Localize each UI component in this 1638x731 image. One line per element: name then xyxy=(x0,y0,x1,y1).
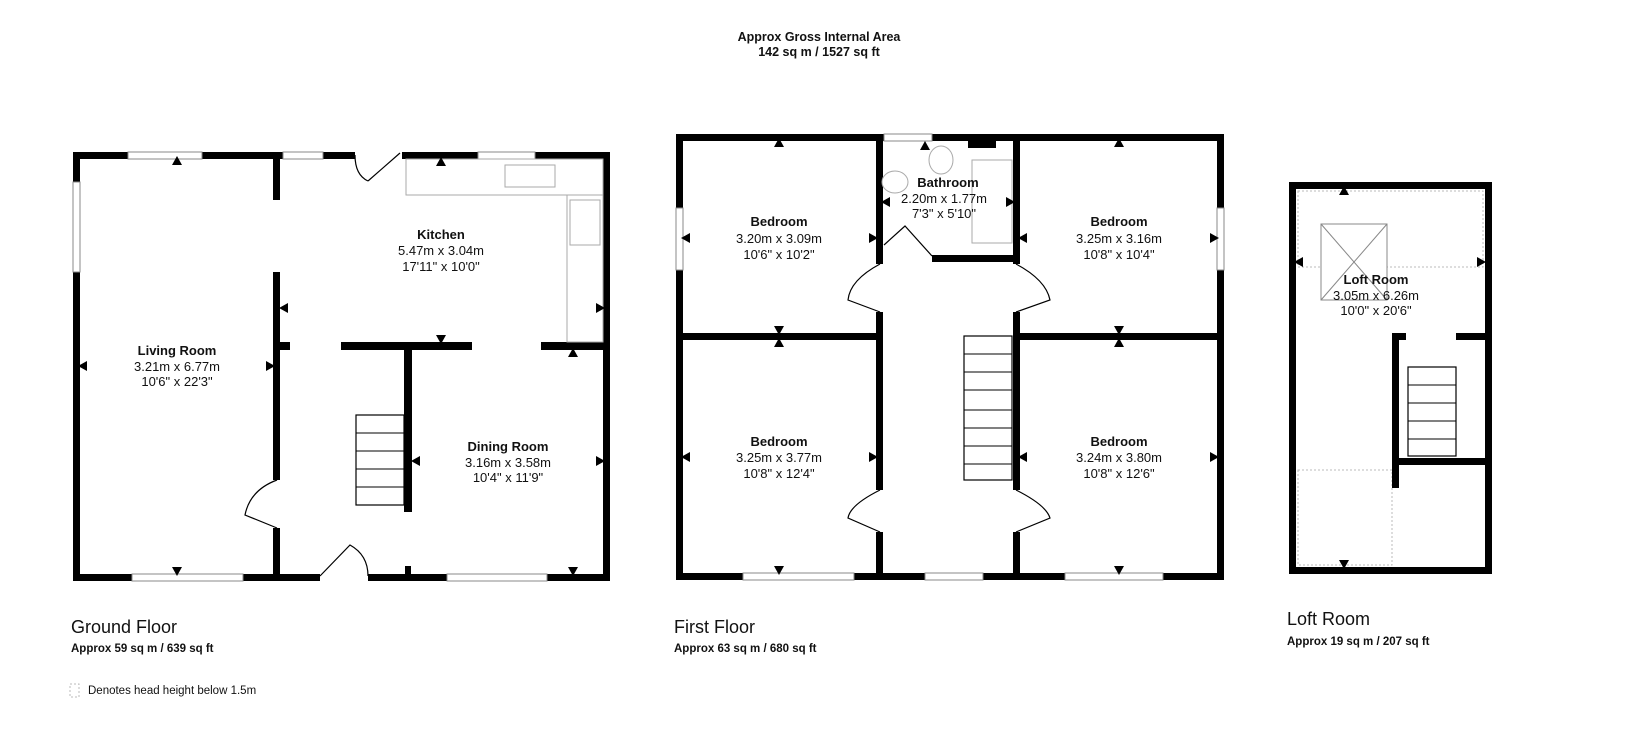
dimension-arrow-icon xyxy=(568,348,578,357)
room-name: Bedroom xyxy=(1090,214,1147,229)
dimension-arrow-icon xyxy=(774,566,784,575)
room-size-imperial: 10'8" x 10'4" xyxy=(1083,247,1155,262)
dimension-arrow-icon xyxy=(869,233,878,243)
dimension-arrow-icon xyxy=(1018,452,1027,462)
room-size-imperial: 10'8" x 12'4" xyxy=(743,466,815,481)
room-size-metric: 3.20m x 3.09m xyxy=(736,231,822,246)
dimension-arrow-icon xyxy=(920,141,930,150)
dimension-arrow-icon xyxy=(1294,257,1303,267)
room-size-metric: 3.16m x 3.58m xyxy=(465,455,551,470)
loft-plan: Loft Room 3.05m x 6.26m 10'0" x 20'6" xyxy=(1289,182,1492,574)
room-size-metric: 3.24m x 3.80m xyxy=(1076,450,1162,465)
dimension-arrow-icon xyxy=(1114,338,1124,347)
dimension-arrow-icon xyxy=(411,456,420,466)
head-height-legend-swatch xyxy=(69,683,80,698)
first-floor-plan: Bedroom 3.20m x 3.09m 10'6" x 10'2" Bath… xyxy=(675,133,1225,581)
dimension-arrow-icon xyxy=(774,138,784,147)
floor-area: Approx 19 sq m / 207 sq ft xyxy=(1287,636,1430,648)
dimension-arrow-icon xyxy=(881,197,890,207)
dimension-arrow-icon xyxy=(1477,257,1486,267)
dimension-arrow-icon xyxy=(172,156,182,165)
dimension-arrow-icon xyxy=(596,456,605,466)
dimension-arrow-icon xyxy=(436,157,446,166)
room-size-metric: 2.20m x 1.77m xyxy=(901,191,987,206)
dimension-arrow-icon xyxy=(1210,233,1219,243)
room-size-metric: 3.25m x 3.16m xyxy=(1076,231,1162,246)
floor-area: Approx 59 sq m / 639 sq ft xyxy=(71,643,214,655)
dimension-arrow-icon xyxy=(774,326,784,335)
room-size-imperial: 10'6" x 10'2" xyxy=(743,247,815,262)
dimension-arrow-icon xyxy=(774,338,784,347)
dimension-arrow-icon xyxy=(596,303,605,313)
floor-area: Approx 63 sq m / 680 sq ft xyxy=(674,643,817,655)
dimension-arrow-icon xyxy=(1114,138,1124,147)
room-name: Living Room xyxy=(138,343,217,358)
dimension-arrow-icon xyxy=(78,361,87,371)
dimension-arrow-icon xyxy=(681,233,690,243)
room-name: Kitchen xyxy=(417,227,465,242)
dimension-arrow-icon xyxy=(1210,452,1219,462)
dimension-arrow-icon xyxy=(568,567,578,576)
room-size-imperial: 10'0" x 20'6" xyxy=(1340,303,1412,318)
dimension-arrow-icon xyxy=(1114,566,1124,575)
room-size-imperial: 10'8" x 12'6" xyxy=(1083,466,1155,481)
gross-area-title: Approx Gross Internal Area xyxy=(738,30,902,44)
stairs xyxy=(963,335,1013,481)
stairs xyxy=(1407,366,1457,457)
room-name: Dining Room xyxy=(468,439,549,454)
room-name: Bedroom xyxy=(750,434,807,449)
gross-area-value: 142 sq m / 1527 sq ft xyxy=(758,45,880,59)
room-size-metric: 5.47m x 3.04m xyxy=(398,243,484,258)
dimension-arrow-icon xyxy=(436,335,446,344)
floor-name: First Floor xyxy=(674,617,755,637)
room-size-metric: 3.21m x 6.77m xyxy=(134,359,220,374)
floor-name: Loft Room xyxy=(1287,609,1370,629)
dimension-arrow-icon xyxy=(681,452,690,462)
measurement-arrows xyxy=(78,138,1486,576)
dimension-arrow-icon xyxy=(869,452,878,462)
room-size-imperial: 7'3" x 5'10" xyxy=(912,206,976,221)
room-size-imperial: 10'4" x 11'9" xyxy=(473,470,544,485)
dimension-arrow-icon xyxy=(1339,560,1349,569)
room-size-imperial: 10'6" x 22'3" xyxy=(141,374,213,389)
room-size-metric: 3.05m x 6.26m xyxy=(1333,288,1419,303)
dimension-arrow-icon xyxy=(1006,197,1015,207)
room-size-metric: 3.25m x 3.77m xyxy=(736,450,822,465)
dimension-arrow-icon xyxy=(1339,186,1349,195)
room-name: Bedroom xyxy=(750,214,807,229)
room-name: Loft Room xyxy=(1344,272,1409,287)
ground-floor-plan: Living Room 3.21m x 6.77m 10'6" x 22'3" … xyxy=(72,150,610,583)
dimension-arrow-icon xyxy=(1114,326,1124,335)
room-size-imperial: 17'11" x 10'0" xyxy=(402,259,480,274)
dimension-arrow-icon xyxy=(1018,233,1027,243)
dimension-arrow-icon xyxy=(266,361,275,371)
room-name: Bathroom xyxy=(917,175,978,190)
floor-name: Ground Floor xyxy=(71,617,177,637)
head-height-legend: Denotes head height below 1.5m xyxy=(88,685,256,697)
dimension-arrow-icon xyxy=(279,303,288,313)
dimension-arrow-icon xyxy=(172,567,182,576)
stairs xyxy=(355,414,405,506)
room-name: Bedroom xyxy=(1090,434,1147,449)
